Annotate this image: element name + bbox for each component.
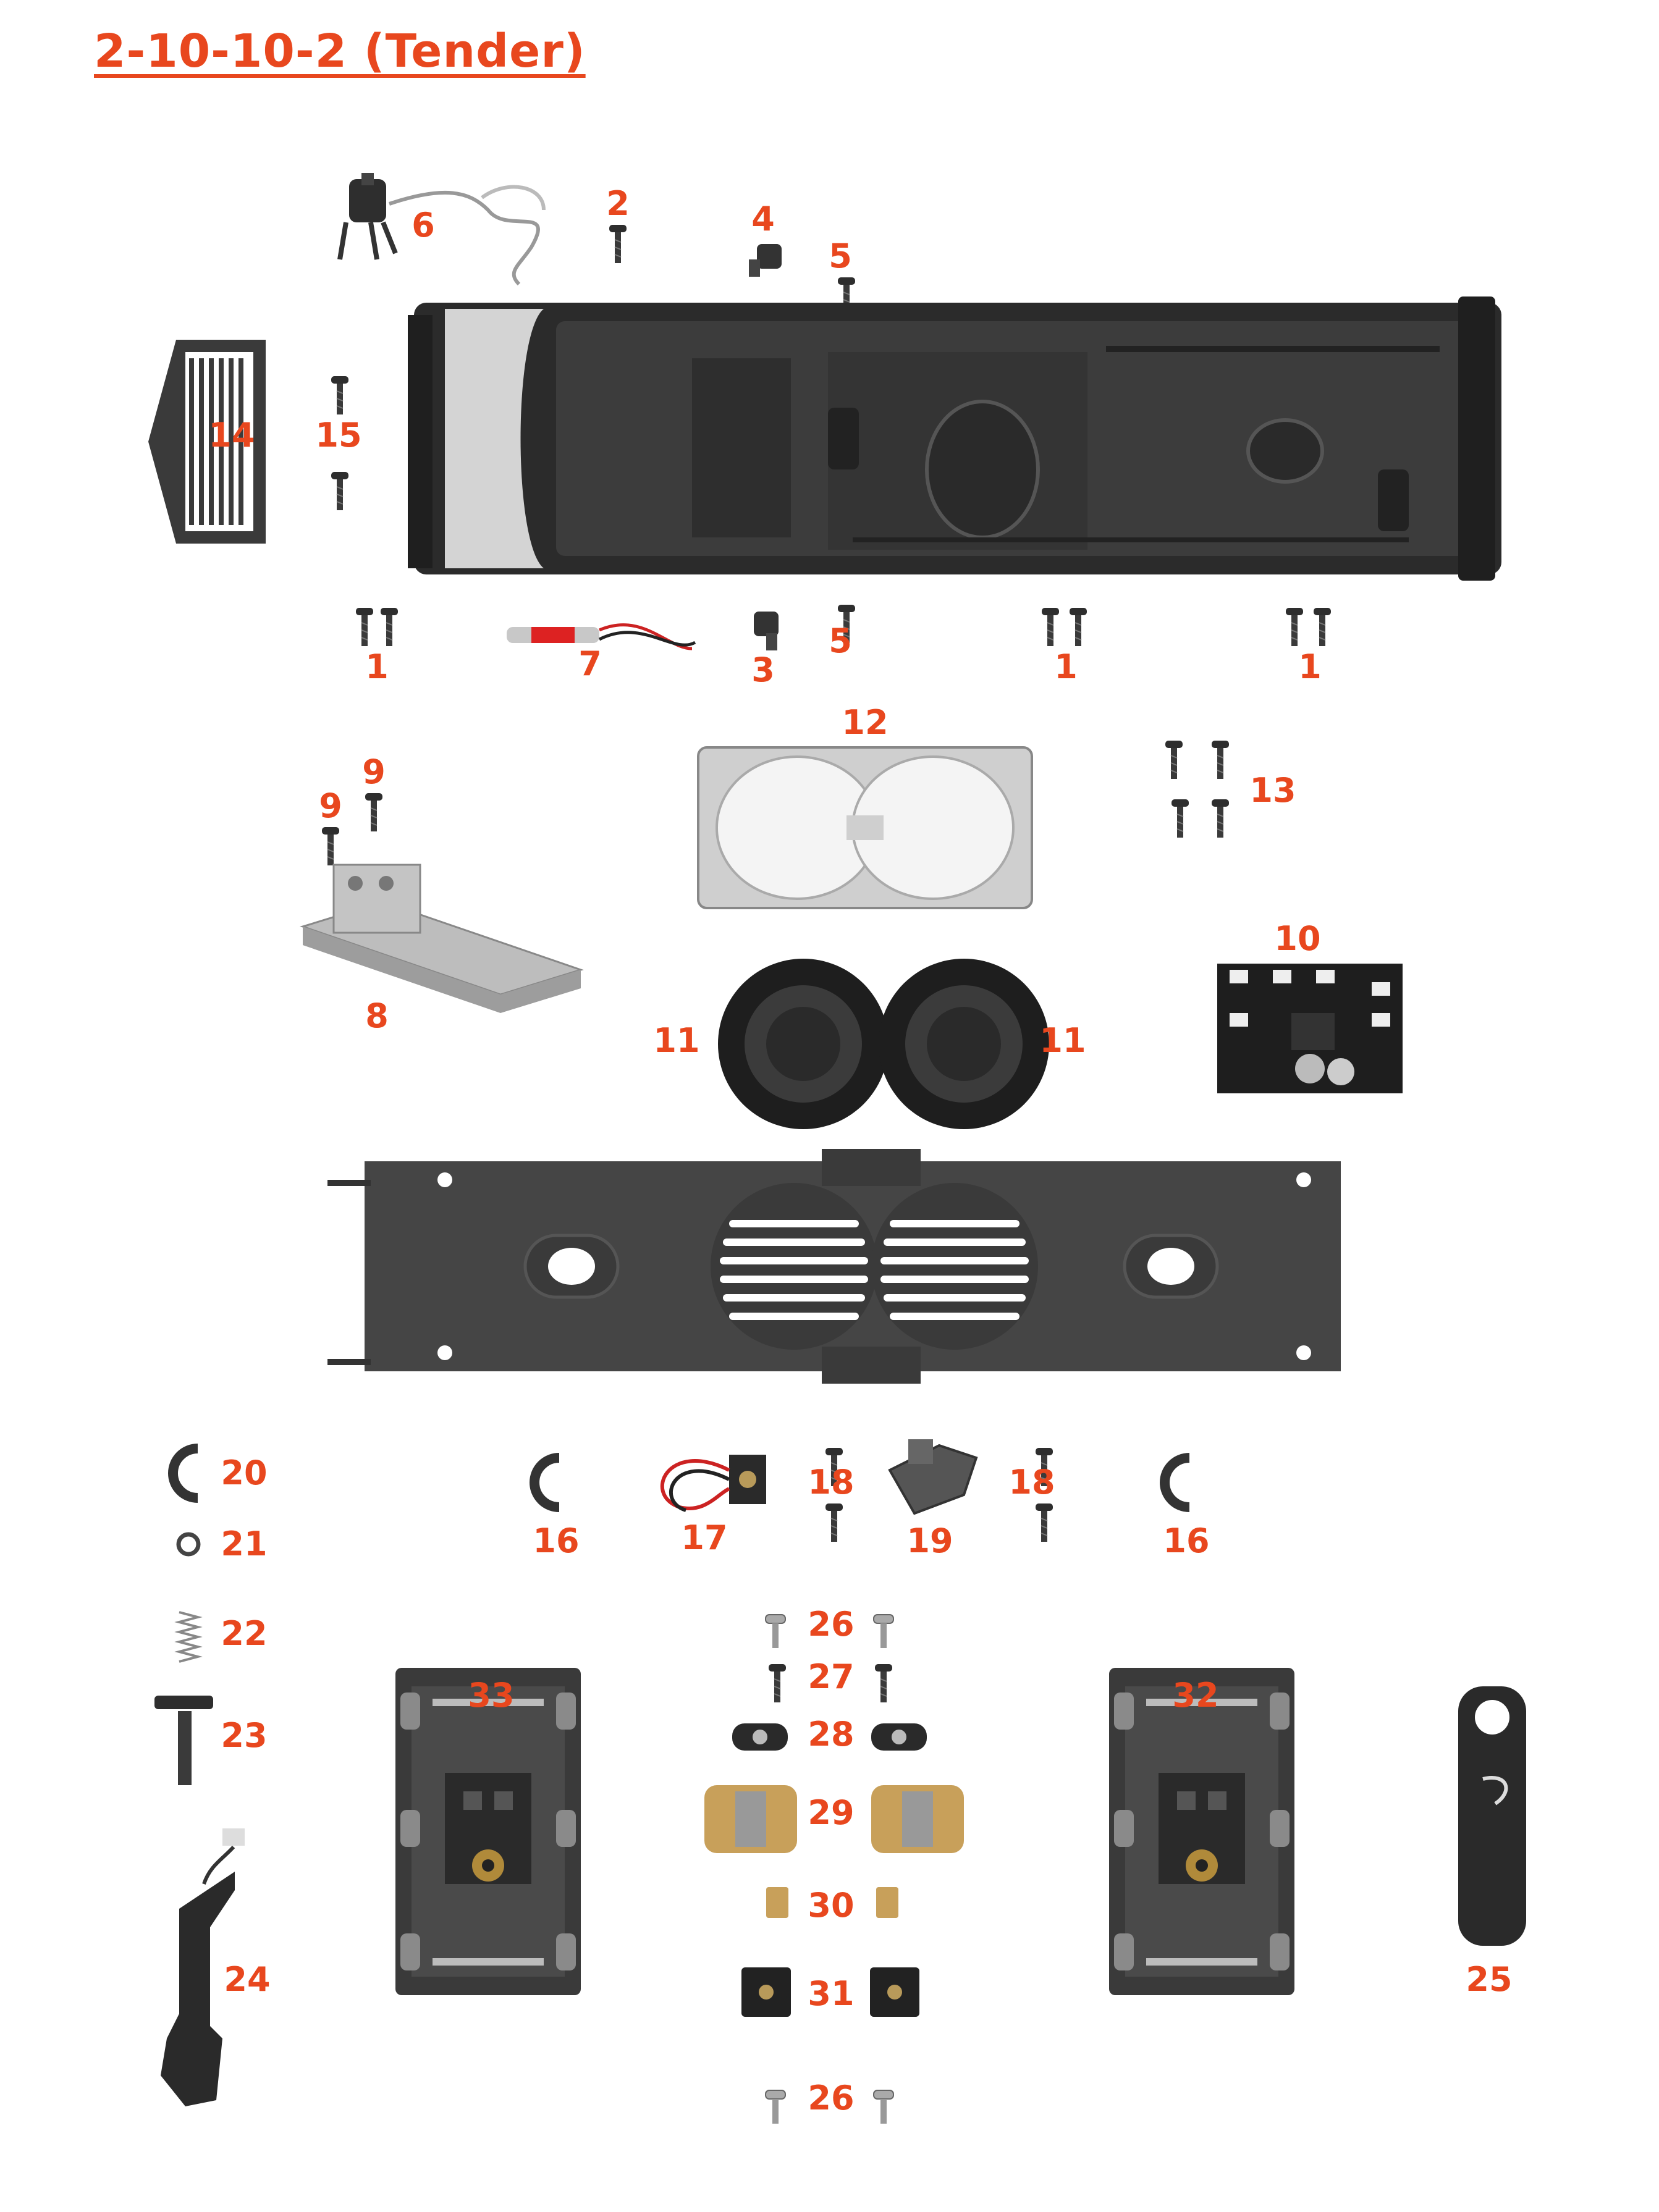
part-30-bushings (766, 1887, 898, 1918)
part-20-clip (173, 1449, 198, 1498)
callout-8: 8 (365, 996, 389, 1035)
part-33-truck (395, 1668, 581, 1995)
callout-20: 20 (221, 1453, 268, 1492)
part-4-clip (749, 244, 782, 277)
part-27-screw-left (768, 1663, 787, 1703)
callout-5-bottom: 5 (829, 621, 852, 660)
part-26-screw-bottom-left (765, 2090, 786, 2124)
callout-22: 22 (221, 1614, 268, 1653)
callout-28: 28 (808, 1715, 855, 1754)
callout-27: 27 (808, 1657, 855, 1696)
callout-4: 4 (751, 200, 775, 238)
part-25-drawbar (1458, 1686, 1526, 1946)
part-21-washer (176, 1532, 201, 1557)
part-11-speaker-right (879, 959, 1049, 1129)
callout-13: 13 (1249, 771, 1296, 810)
callout-21: 21 (221, 1524, 268, 1563)
callout-17: 17 (681, 1518, 728, 1557)
callout-26-top: 26 (808, 1605, 855, 1644)
callout-16-left: 16 (533, 1521, 580, 1560)
part-32-truck (1109, 1668, 1294, 1995)
callout-26-bottom: 26 (808, 2079, 855, 2117)
part-13-screw-2 (1211, 740, 1230, 780)
part-26-screw-top-right (873, 1614, 894, 1649)
part-1-screw-b2 (1069, 607, 1087, 647)
callout-14: 14 (208, 416, 255, 455)
callout-2: 2 (606, 184, 630, 223)
part-7-light-wire (507, 623, 696, 650)
callout-12: 12 (842, 703, 889, 742)
callout-30: 30 (808, 1886, 855, 1925)
part-29-pickups (704, 1785, 964, 1853)
callout-24: 24 (224, 1960, 271, 1999)
part-12-speaker-housing (697, 746, 1033, 909)
part-13-screw-1 (1165, 740, 1183, 780)
part-9-screw-right (365, 793, 383, 832)
callout-33: 33 (468, 1676, 515, 1715)
part-1-screw-a2 (380, 607, 399, 647)
part-27-screw-right (874, 1663, 893, 1703)
part-18-screw-a2 (825, 1503, 843, 1542)
callout-15: 15 (315, 416, 362, 455)
callout-1-middle: 1 (1054, 647, 1078, 686)
part-10-sound-board (1217, 964, 1403, 1093)
part-8-bracket (300, 864, 584, 1013)
callout-25: 25 (1466, 1960, 1513, 1999)
part-1-screw-c1 (1285, 607, 1304, 647)
part-14-grille (148, 340, 266, 544)
part-1-screw-c2 (1313, 607, 1332, 647)
callout-23: 23 (221, 1716, 268, 1755)
part-13-screw-4 (1211, 799, 1230, 838)
floor-plate (327, 1149, 1341, 1384)
part-19-bracket (888, 1439, 978, 1515)
part-16-clip-right (1165, 1458, 1189, 1507)
callout-29: 29 (808, 1793, 855, 1832)
part-15-screw-upper (331, 376, 349, 415)
callout-6: 6 (412, 206, 435, 245)
callout-9-right: 9 (362, 752, 386, 791)
callout-1-left: 1 (365, 647, 389, 686)
part-11-speaker-left (718, 959, 889, 1129)
part-2-screw (609, 224, 627, 264)
callout-3: 3 (751, 650, 775, 689)
part-13-screw-3 (1171, 799, 1189, 838)
part-1-screw-a1 (355, 607, 374, 647)
part-26-screw-bottom-right (873, 2090, 894, 2124)
part-31-blocks (741, 1967, 919, 2017)
page-title: 2-10-10-2 (Tender) (94, 25, 586, 78)
callout-16-right: 16 (1163, 1521, 1210, 1560)
part-23-pin (154, 1696, 213, 1785)
callout-11-right: 11 (1039, 1021, 1086, 1060)
part-18-screw-b2 (1035, 1503, 1053, 1542)
part-15-screw-lower (331, 471, 349, 511)
callout-18-right: 18 (1008, 1463, 1055, 1502)
part-6-coupler-wire (337, 173, 546, 286)
part-1-screw-b1 (1041, 607, 1060, 647)
callout-18-left: 18 (808, 1463, 855, 1502)
callout-32: 32 (1172, 1676, 1219, 1715)
callout-9-left: 9 (319, 786, 342, 825)
part-22-spring (174, 1611, 203, 1663)
callout-19: 19 (906, 1521, 953, 1560)
callout-11-left: 11 (653, 1021, 700, 1060)
callout-5-top: 5 (829, 237, 852, 275)
tender-shell (408, 296, 1501, 581)
part-9-screw-left (321, 826, 340, 866)
part-28-pads (732, 1723, 927, 1751)
part-17-sensor-board (660, 1455, 766, 1512)
callout-7: 7 (578, 644, 602, 683)
callout-1-right: 1 (1298, 647, 1322, 686)
callout-10: 10 (1274, 919, 1321, 958)
callout-31: 31 (808, 1974, 855, 2013)
part-26-screw-top-left (765, 1614, 786, 1649)
part-24-coupler (161, 1828, 245, 2106)
part-16-clip-left (534, 1458, 559, 1507)
part-3-clip (754, 612, 779, 650)
